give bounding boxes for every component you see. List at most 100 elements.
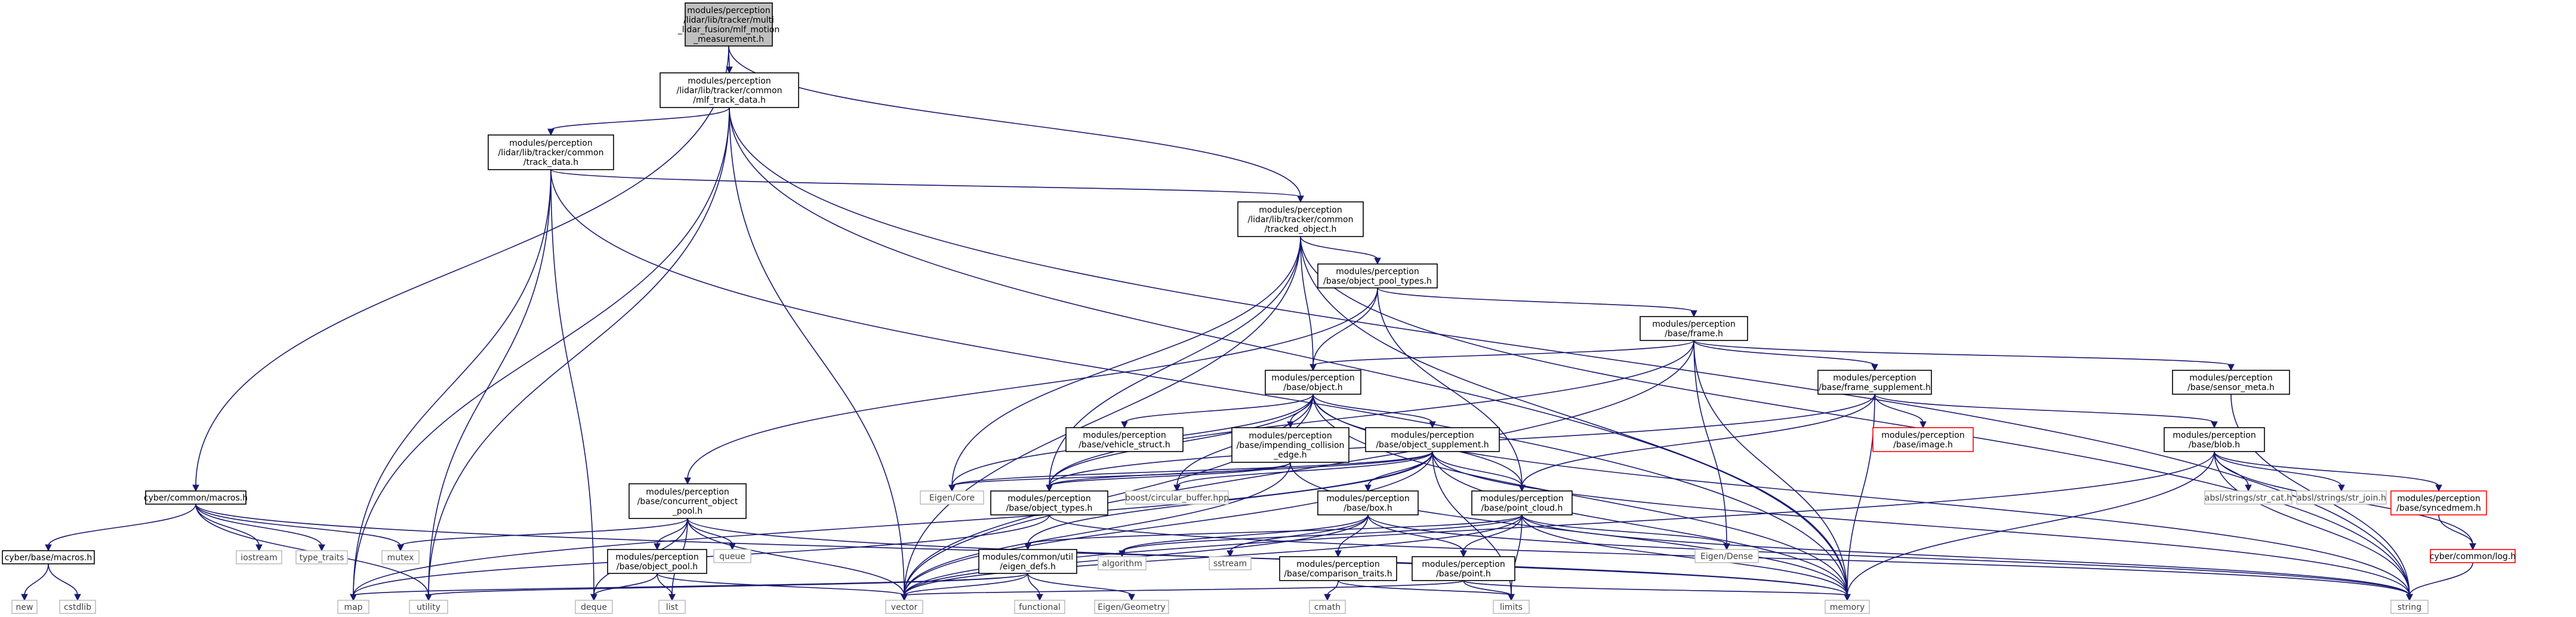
arrowhead-cyber_base_macros-to-cstdlib [74,594,81,601]
edge-mlf_track_data-to-string [729,107,2410,596]
edge-tracked_object-to-string [1300,236,2410,596]
node-vector: vector [885,600,923,614]
arrowhead-object_supplement-to-object_types [1046,484,1053,492]
node-object_pool[interactable]: modules/perception/base/object_pool.h [607,549,707,574]
edge-impending_collision_edge-to-vector [904,462,1291,596]
node-box-box [1317,490,1419,515]
node-label-impending_collision_edge: modules/perception [1249,431,1332,441]
node-cstdlib: cstdlib [59,600,96,614]
node-box-str_join [2296,490,2387,505]
edge-comparison_traits-to-limits [1338,580,1512,596]
edge-root-to-tracked_object [728,45,1301,198]
arrowhead-frame_supplement-to-image [1919,421,1927,429]
node-box-comparison_traits [1279,556,1397,581]
node-cyber_base_macros[interactable]: cyber/base/macros.h [2,550,95,564]
node-syncedmem[interactable]: modules/perception/base/syncedmem.h [2390,490,2487,515]
node-eigen_defs[interactable]: modules/common/util/eigen_defs.h [978,549,1077,574]
node-label-object_supplement: /base/object_supplement.h [1376,440,1489,450]
node-point[interactable]: modules/perception/base/point.h [1412,556,1515,581]
edge-object_supplement-to-map [353,451,1433,596]
arrowhead-eigen_defs-to-eigen_geometry [1128,594,1135,601]
edge-point-to-memory [1463,580,1848,596]
arrowhead-frame_supplement-to-blob [2211,421,2218,429]
edge-syncedmem-to-log [2438,514,2473,545]
node-box-cstdlib [59,600,96,614]
edge-box-to-string [1367,514,2410,596]
node-label-eigen_defs: modules/common/util [982,552,1073,562]
arrowhead-cyber_macros-to-iostream [255,544,263,552]
edge-point_cloud-to-memory [1521,514,1848,596]
node-label-track_data: /lidar/lib/tracker/common [498,148,603,158]
node-tracked_object[interactable]: modules/perception/lidar/lib/tracker/com… [1237,201,1364,237]
node-blob[interactable]: modules/perception/base/blob.h [2164,427,2265,452]
edge-blob-to-memory [1847,451,2215,596]
node-point_cloud[interactable]: modules/perception/base/point_cloud.h [1471,490,1573,515]
arrowhead-eigen_defs-to-map [350,594,357,601]
node-label-map: map [344,603,362,612]
node-box-functional [1014,600,1065,614]
node-label-cyber_base_macros: cyber/base/macros.h [5,553,93,563]
arrowhead-tracked_object-to-object_pool_types [1374,257,1381,265]
node-label-cstdlib: cstdlib [64,603,91,612]
edge-mlf_track_data-to-utility [428,107,730,596]
arrowhead-object_pool_types-to-frame [1690,310,1697,318]
node-impending_collision_edge[interactable]: modules/perception/base/impending_collis… [1231,427,1349,463]
node-label-impending_collision_edge: _edge.h [1273,450,1307,460]
node-frame_supplement[interactable]: modules/perception/base/frame_supplement… [1817,370,1932,395]
node-box-eigen_defs [978,549,1077,574]
node-box-limits [1493,600,1530,614]
node-object_types[interactable]: modules/perception/base/object_types.h [990,490,1108,515]
node-label-tracked_object: modules/perception [1259,205,1342,215]
edge-track_data-to-utility [428,169,551,596]
node-vehicle_struct[interactable]: modules/perception/base/vehicle_struct.h [1065,427,1184,452]
node-box-object_pool [607,549,707,574]
arrowhead-root-to-mlf_track_data [726,66,733,74]
node-object_pool_types[interactable]: modules/perception/base/object_pool_type… [1317,263,1438,288]
node-track_data[interactable]: modules/perception/lidar/lib/tracker/com… [488,134,614,170]
edge-track_data-to-deque [550,169,594,596]
arrowhead-syncedmem-to-log [2469,543,2476,551]
node-label-tracked_object: /tracked_object.h [1265,225,1337,234]
node-label-mlf_track_data: /lidar/lib/tracker/common [676,86,782,96]
node-memory: memory [1825,600,1870,614]
node-mlf_track_data[interactable]: modules/perception/lidar/lib/tracker/com… [660,72,799,108]
edge-frame-to-object_types [1049,340,1694,487]
node-image[interactable]: modules/perception/base/image.h [1872,427,1974,452]
node-comparison_traits[interactable]: modules/perception/base/comparison_trait… [1279,556,1397,581]
node-box-new [11,600,38,614]
edge-tracked_object-to-vector [904,236,1301,596]
node-box-circular_buffer [1125,490,1229,505]
node-box-concurrent_object_pool [628,483,747,519]
arrowhead-frame-to-sensor_meta [2227,364,2235,372]
node-box[interactable]: modules/perception/base/box.h [1317,490,1419,515]
node-box-utility [409,600,448,614]
node-box-algorithm [1098,556,1147,570]
arrowhead-point-to-vector [901,594,908,601]
edge-frame_supplement-to-image [1874,394,1924,423]
node-label-memory: memory [1830,603,1865,612]
edge-frame_supplement-to-memory [1847,394,1875,596]
node-label-eigen_geometry: Eigen/Geometry [1098,603,1166,612]
node-root[interactable]: modules/perception/lidar/lib/tracker/mul… [677,2,780,47]
node-label-utility: utility [417,603,440,612]
graph-edges [21,45,2476,601]
node-label-box: modules/perception [1326,494,1409,504]
edge-mlf_track_data-to-vector [729,107,905,596]
node-box-object_supplement [1365,427,1500,452]
node-frame[interactable]: modules/perception/base/frame.h [1640,316,1748,341]
node-log[interactable]: cyber/common/log.h [2430,549,2516,563]
edge-eigen_defs-to-eigen_geometry [1027,573,1132,596]
edge-object_supplement-to-string [1432,451,2410,596]
edge-point_cloud-to-algorithm [1121,514,1523,552]
node-label-sensor_meta: modules/perception [2189,373,2272,383]
node-cyber_macros[interactable]: cyber/common/macros.h [144,490,248,505]
edge-mlf_track_data-to-map [353,107,730,596]
edge-frame_supplement-to-blob [1874,394,2215,423]
node-label-object_supplement: modules/perception [1391,431,1474,440]
node-object[interactable]: modules/perception/base/object.h [1265,370,1361,395]
node-object_supplement[interactable]: modules/perception/base/object_supplemen… [1365,427,1500,452]
edge-track_data-to-memory [550,169,1848,596]
node-concurrent_object_pool[interactable]: modules/perception/base/concurrent_objec… [628,483,747,519]
node-sensor_meta[interactable]: modules/perception/base/sensor_meta.h [2172,370,2290,395]
edge-object_supplement-to-point_cloud [1432,451,1523,487]
